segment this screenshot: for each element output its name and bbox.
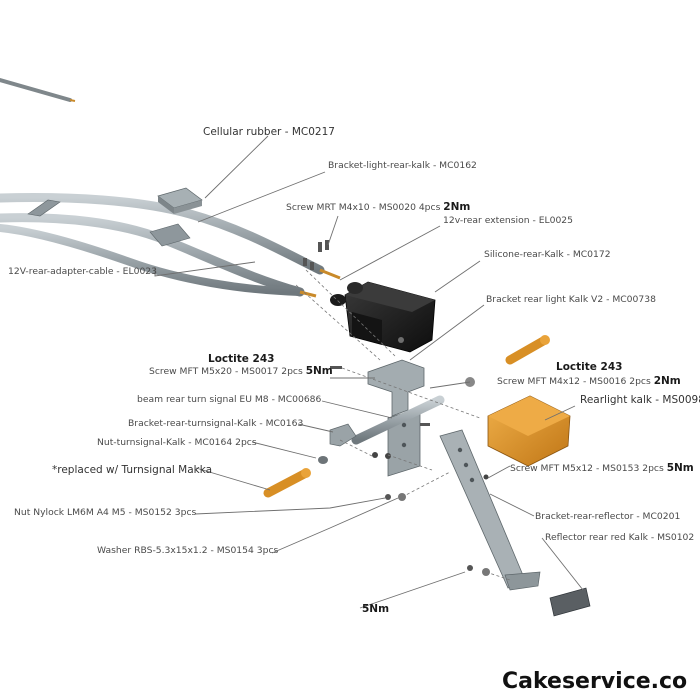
turnsignal-orange-right	[505, 335, 550, 365]
label-screw-mft-m5x12: Screw MFT M5x12 - MS0153 2pcs 5Nm	[510, 462, 694, 474]
label-bracket-rear-turnsignal: Bracket-rear-turnsignal-Kalk - MC0163	[128, 418, 303, 429]
label-nut-nylock: Nut Nylock LM6M A4 M5 - MS0152 3pcs	[14, 507, 197, 518]
label-washer: Washer RBS-5.3x15x1.2 - MS0154 3pcs	[97, 545, 278, 556]
screw-group-m4x10	[303, 240, 329, 270]
bracket-turnsignal-part	[329, 423, 357, 447]
turnsignal-orange-left	[263, 468, 311, 498]
label-rearlight-kalk: Rearlight kalk - MS0098	[580, 394, 700, 406]
label-cellular-rubber: Cellular rubber - MC0217	[203, 126, 335, 138]
label-rear-adapter-cable: 12V-rear-adapter-cable - EL0023	[8, 266, 157, 277]
label-loctite-right: Loctite 243	[556, 361, 622, 373]
turn-signal-beam	[351, 395, 445, 445]
label-silicone-rear: Silicone-rear-Kalk - MC0172	[484, 249, 611, 260]
assembly-lines	[295, 269, 511, 581]
label-loctite-left: Loctite 243	[208, 353, 274, 365]
label-bracket-rear-light-v2: Bracket rear light Kalk V2 - MC00738	[486, 294, 656, 305]
label-replaced-note: *replaced w/ Turnsignal Makka	[52, 464, 212, 476]
label-rear-extension: 12v-rear extension - EL0025	[443, 215, 573, 226]
part-labels: Cellular rubber - MC0217 Bracket-light-r…	[8, 126, 700, 615]
frame-tubes	[0, 78, 341, 298]
rearlight-kalk-part	[487, 395, 571, 467]
reflector-rear-red-part	[549, 587, 591, 617]
label-reflector-rear-red: Reflector rear red Kalk - MS0102	[545, 532, 694, 543]
label-screw-mft-m5x20: Screw MFT M5x20 - MS0017 2pcs 5Nm	[149, 365, 333, 377]
label-bracket-light-rear: Bracket-light-rear-kalk - MC0162	[328, 160, 477, 171]
label-torque-5nm: 5Nm	[362, 603, 389, 615]
label-bracket-rear-reflector: Bracket-rear-reflector - MC0201	[535, 511, 680, 522]
label-beam-rear-turn-signal: beam rear turn signal EU M8 - MC00686	[137, 394, 322, 405]
silicone-rear-housing	[330, 281, 436, 353]
label-nut-turnsignal: Nut-turnsignal-Kalk - MC0164 2pcs	[97, 437, 257, 448]
cellular-rubber-part	[157, 187, 203, 214]
label-screw-mft-m4x12: Screw MFT M4x12 - MS0016 2pcs 2Nm	[497, 375, 681, 387]
leader-lines	[154, 135, 584, 609]
label-screw-mrt-m4x10: Screw MRT M4x10 - MS0020 4pcs 2Nm	[286, 201, 470, 213]
bracket-rear-reflector-part	[439, 429, 541, 591]
brand-watermark: Cakeservice.co	[502, 669, 687, 694]
